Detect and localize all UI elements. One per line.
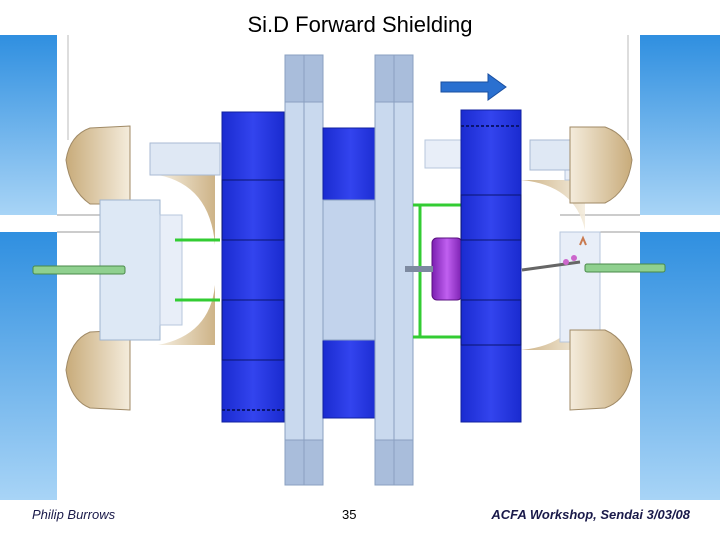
- left-shield-upper: [65, 125, 131, 205]
- left-sky-panel-top: [0, 35, 57, 215]
- page-number: 35: [342, 507, 357, 522]
- right-shield-upper: [569, 126, 633, 204]
- right-shield-lower: [569, 329, 633, 411]
- right-blue-block: [460, 109, 522, 423]
- right-sky-panel-bottom: [640, 232, 720, 500]
- left-green-support: [175, 238, 220, 302]
- direction-arrow: [440, 73, 507, 101]
- event-info: ACFA Workshop, Sendai 3/03/08: [491, 507, 690, 522]
- slide-title: Si.D Forward Shielding: [247, 12, 473, 37]
- magenta-magnet: [431, 237, 463, 301]
- left-inner-shield-bottom: [158, 285, 215, 345]
- beamline-components: [521, 260, 581, 272]
- left-sky-panel-bottom: [0, 232, 57, 500]
- left-beam-module-inner: [159, 214, 183, 326]
- central-blue-block-left: [221, 111, 285, 423]
- author-name: Philip Burrows: [32, 507, 116, 522]
- left-inner-shield-top: [158, 175, 215, 245]
- right-inner-shield-top: [521, 180, 585, 230]
- right-sky-panel-top: [640, 35, 720, 215]
- left-green-pipe: [32, 265, 126, 275]
- left-shield-lower: [65, 329, 131, 411]
- right-green-pipe: [584, 263, 666, 273]
